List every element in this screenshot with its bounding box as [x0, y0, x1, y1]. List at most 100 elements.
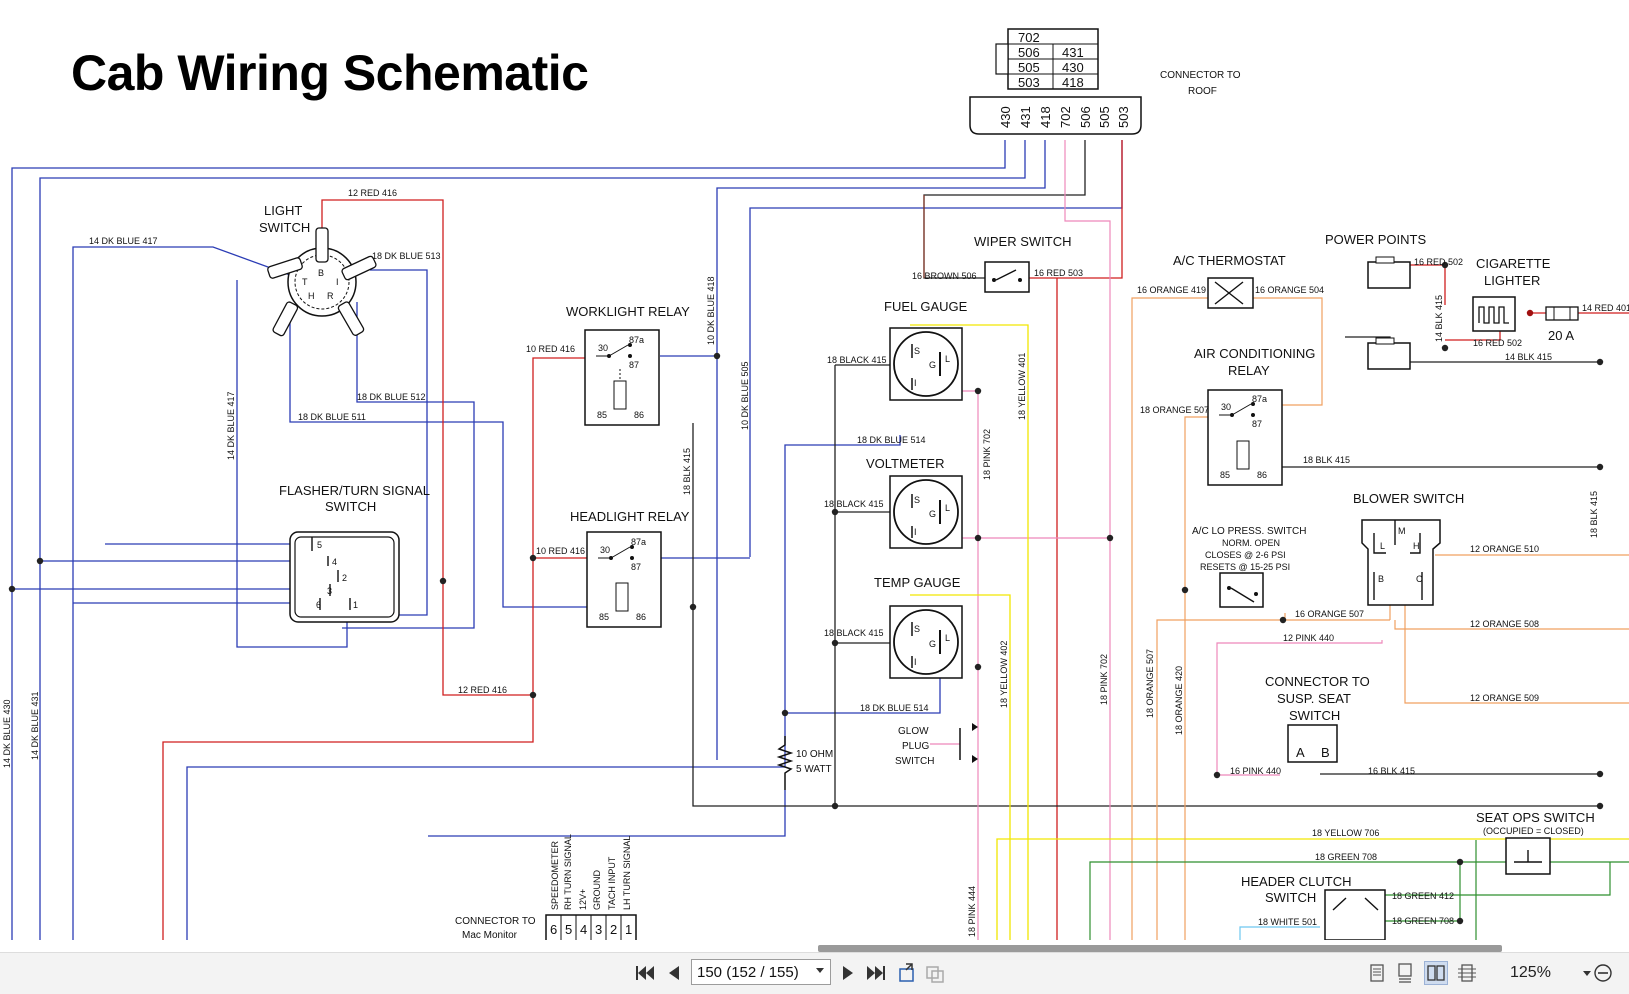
fuse-label: 20 A: [1548, 328, 1574, 343]
wl-dkblue505-v: 10 DK BLUE 505: [740, 361, 750, 430]
wl-red503: 16 RED 503: [1034, 268, 1083, 278]
ls-pin-h: H: [308, 291, 315, 301]
blower-pin-m: M: [1398, 526, 1406, 536]
horizontal-scrollbar[interactable]: [818, 945, 1502, 952]
resistor-label-2: 5 WATT: [796, 764, 832, 775]
worklight-relay: 30 87a 87 85 86 WORKLIGHT RELAY: [566, 304, 690, 426]
two-page-icon[interactable]: [1424, 961, 1448, 985]
cigarette-label-2: LIGHTER: [1484, 273, 1540, 288]
last-page-icon[interactable]: [864, 961, 888, 985]
wl-white501: 18 WHITE 501: [1258, 917, 1317, 927]
ac-relay: 30 87a 87 85 86 AIR CONDITIONING RELAY: [1194, 346, 1315, 486]
wl-blk415-pp: 14 BLK 415: [1505, 352, 1552, 362]
scroll-mode-icon[interactable]: [1455, 961, 1479, 985]
fuel-pin-s: S: [914, 346, 920, 356]
ac-pin-87a: 87a: [1252, 394, 1267, 404]
header-clutch-label: HEADER CLUTCH: [1241, 874, 1352, 889]
fl-pin-4: 4: [332, 557, 337, 567]
blower-pin-l: L: [1380, 541, 1385, 551]
hl-pin-85: 85: [599, 612, 609, 622]
next-page-icon[interactable]: [836, 961, 860, 985]
headlight-relay-label: HEADLIGHT RELAY: [570, 509, 690, 524]
ac-lo-press-label-3: CLOSES @ 2-6 PSI: [1205, 550, 1286, 560]
glow-plug-label-3: SWITCH: [895, 756, 934, 767]
wiper-switch-label: WIPER SWITCH: [974, 234, 1072, 249]
mac-connector-label-2: Mac Monitor: [462, 930, 518, 940]
wl-yellow401: 18 YELLOW 401: [1017, 353, 1027, 420]
wl-black415-a: 18 BLACK 415: [827, 355, 887, 365]
mac-monitor-connector: 6 5 4 3 2 1 SPEEDOMETER RH TURN SIGNAL 1…: [455, 834, 637, 940]
wl-red401: 14 RED 401: [1582, 303, 1629, 313]
roof-top-431: 431: [1062, 45, 1084, 60]
mac-pin-4: 4: [580, 922, 587, 937]
ac-pin-86: 86: [1257, 470, 1267, 480]
cyan-wire: [1239, 926, 1320, 940]
previous-page-icon[interactable]: [662, 961, 686, 985]
hl-pin-87: 87: [631, 562, 641, 572]
ac-pin-87: 87: [1252, 419, 1262, 429]
temp-pin-i: I: [914, 657, 917, 667]
wl-red502-a: 16 RED 502: [1414, 257, 1463, 267]
zoom-level: 125%: [1510, 964, 1551, 981]
page-number-field[interactable]: 150 (152 / 155): [691, 959, 831, 985]
roof-top-506: 506: [1018, 45, 1040, 60]
temp-pin-g: G: [929, 639, 936, 649]
fuel-pin-g: G: [929, 360, 936, 370]
single-page-icon[interactable]: [1365, 961, 1389, 985]
wl-pink702-a: 18 PINK 702: [982, 429, 992, 480]
zoom-out-icon[interactable]: [1591, 961, 1615, 985]
power-points-label: POWER POINTS: [1325, 232, 1426, 247]
ls-pin-b: B: [318, 268, 324, 278]
page-dropdown-icon[interactable]: [816, 968, 824, 973]
power-points: POWER POINTS: [1325, 232, 1426, 370]
fit-width-icon[interactable]: [923, 961, 947, 985]
ac-pin-85: 85: [1220, 470, 1230, 480]
zoom-dropdown-icon[interactable]: [1583, 971, 1591, 976]
wl-orange504: 16 ORANGE 504: [1255, 285, 1324, 295]
document-viewport[interactable]: 702 506 431 505 430 503 418 430 431 418 …: [0, 0, 1629, 940]
roof-pin-431: 431: [1018, 106, 1033, 128]
fuse-20a: 20 A: [1545, 306, 1579, 343]
hl-pin-86: 86: [636, 612, 646, 622]
wl-pink440-a: 12 PINK 440: [1283, 633, 1334, 643]
wiring-schematic: 702 506 431 505 430 503 418 430 431 418 …: [2, 28, 1629, 940]
hl-pin-30: 30: [600, 545, 610, 555]
wl-red416-top: 12 RED 416: [348, 188, 397, 198]
wl-blk415-seat: 16 BLK 415: [1368, 766, 1415, 776]
fl-pin-5: 5: [317, 540, 322, 550]
mac-pin-1: 1: [625, 922, 632, 937]
glow-plug-label: GLOW: [898, 726, 929, 737]
wl-pink444: 18 PINK 444: [967, 886, 977, 937]
wl-blk415-ac: 18 BLK 415: [1303, 455, 1350, 465]
pink-wires: [930, 140, 1383, 940]
ls-pin-t: T: [302, 277, 308, 287]
first-page-icon[interactable]: [633, 961, 657, 985]
ac-pin-30: 30: [1221, 402, 1231, 412]
ac-lo-press-label-2: NORM. OPEN: [1222, 538, 1280, 548]
fl-pin-6: 6: [316, 600, 321, 610]
wl-brown506: 16 BROWN 506: [912, 271, 977, 281]
wl-pink702-b: 18 PINK 702: [1099, 654, 1109, 705]
wl-dkblue514-b: 18 DK BLUE 514: [860, 703, 929, 713]
temp-gauge: S G L I TEMP GAUGE: [874, 575, 963, 679]
wl-yellow402: 18 YELLOW 402: [999, 641, 1009, 708]
light-switch: B T I H R LIGHT SWITCH: [259, 203, 377, 337]
ac-lo-press-label: A/C LO PRESS. SWITCH: [1192, 526, 1306, 537]
susp-pin-b: B: [1321, 745, 1330, 760]
wl-dkblue511: 18 DK BLUE 511: [298, 412, 366, 422]
page-number-value: 150 (152 / 155): [697, 963, 799, 981]
fit-page-icon[interactable]: [895, 961, 919, 985]
wl-orange508: 12 ORANGE 508: [1470, 619, 1539, 629]
volt-pin-s: S: [914, 495, 920, 505]
mac-connector-label: CONNECTOR TO: [455, 916, 536, 927]
cigarette-label: CIGARETTE: [1476, 256, 1551, 271]
susp-pin-a: A: [1296, 745, 1305, 760]
wl-dkblue417: 14 DK BLUE 417: [89, 236, 158, 246]
wl-red502-b: 16 RED 502: [1473, 338, 1522, 348]
pdf-toolbar: 150 (152 / 155) 125%: [0, 952, 1629, 994]
wl-dkblue514-a: 18 DK BLUE 514: [857, 435, 926, 445]
glow-plug-switch: GLOW PLUG SWITCH: [895, 723, 978, 767]
roof-pin-702: 702: [1058, 106, 1073, 128]
hl-pin-87a: 87a: [631, 537, 646, 547]
continuous-page-icon[interactable]: [1393, 961, 1417, 985]
